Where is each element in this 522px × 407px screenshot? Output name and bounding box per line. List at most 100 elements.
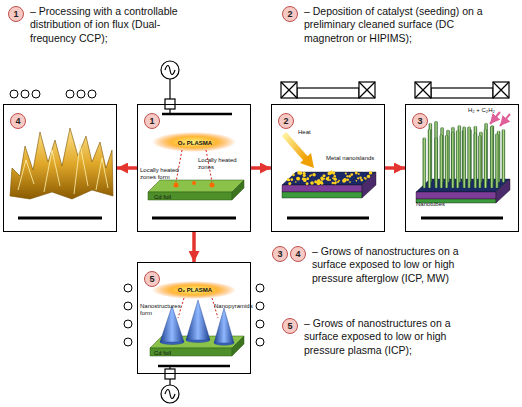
substrate-slab (416, 192, 496, 199)
substrate-slab (282, 172, 376, 198)
callout-number: 5 (144, 271, 160, 287)
illustration-label: Cd foil (154, 350, 194, 357)
chamber-box: 1O₂ PLASMALocally heated zonesLocally he… (137, 104, 251, 232)
metal-nanoisland (364, 177, 366, 179)
metal-nanoisland (343, 178, 347, 182)
nanotube (423, 121, 505, 188)
metal-nanoisland (334, 182, 337, 185)
metal-nanoisland (335, 181, 337, 183)
chamber-box: 4 (3, 104, 117, 232)
feed-wire (165, 369, 175, 379)
metal-nanoisland (320, 176, 323, 179)
substrate-slab (282, 185, 362, 192)
metal-nanoisland (334, 178, 337, 181)
metal-nanoisland (291, 178, 294, 181)
substrate-holder (421, 217, 503, 220)
metal-nanoisland (359, 176, 362, 179)
metal-nanoisland (287, 178, 290, 181)
gas-flow-arrow (490, 112, 510, 126)
coil-symbol (66, 90, 74, 98)
metal-nanoisland (337, 181, 339, 183)
feed-wire (169, 379, 170, 385)
gas-flow-arrow (490, 112, 500, 124)
magnetron-symbol (281, 82, 297, 98)
illustration-label: Nanotubes (416, 201, 466, 208)
metal-nanoisland (327, 179, 329, 181)
magnetron-symbol (281, 82, 297, 98)
cd-foil-slab (148, 180, 244, 192)
plasma-glow (152, 281, 236, 299)
metal-nanoisland (360, 179, 363, 182)
golden-nanostructure (18, 144, 108, 194)
coil-symbol (124, 320, 132, 328)
nanotube (435, 138, 438, 188)
heated-zone (174, 181, 215, 188)
metal-nanoisland (365, 178, 367, 180)
legend-text: – Grows of nanostructures on a surface e… (304, 317, 469, 357)
magnetron-symbol (415, 82, 431, 98)
nanotube (484, 129, 487, 188)
coil-symbol (77, 90, 85, 98)
illustration-label: Heat (298, 129, 328, 136)
heat-arrow (300, 153, 314, 168)
rf-source (161, 61, 179, 79)
golden-nanostructure (10, 128, 113, 199)
metal-nanoisland (334, 175, 336, 177)
chamber-box: 2HeatMetal nanoislands (271, 104, 385, 232)
substrate-holder (287, 217, 369, 220)
electrode (162, 113, 232, 116)
rf-source (161, 385, 179, 403)
coil-symbol (124, 302, 132, 310)
metal-nanoisland (289, 182, 291, 184)
metal-nanoisland (346, 175, 348, 177)
nanotube (445, 135, 448, 188)
callout-number: 1 (8, 6, 24, 22)
callout-number: 3 (412, 113, 428, 129)
feed-wire (165, 366, 175, 385)
metal-nanoisland (350, 173, 353, 176)
coil-symbol (256, 284, 264, 292)
coil-symbol (256, 338, 264, 346)
feed-wire (165, 79, 175, 114)
coil-symbol (124, 338, 132, 346)
rf-source (161, 385, 179, 403)
metal-nanoisland (345, 173, 347, 175)
substrate-holder (152, 217, 236, 220)
coil-symbol (88, 90, 96, 98)
magnetron-symbol (431, 88, 493, 98)
substrate-slab (282, 192, 362, 198)
magnetron-symbol (415, 82, 509, 98)
coil-symbol (256, 320, 264, 328)
magnetron-symbol (359, 82, 375, 98)
legend-text: – Processing with a controllable distrib… (30, 5, 205, 45)
legend-text: – Deposition of catalyst (seeding) on a … (304, 5, 489, 45)
ion-flux-line (178, 298, 184, 318)
nanotube (463, 127, 466, 188)
coil-symbol (21, 90, 29, 98)
callout-number: 3 (272, 246, 288, 262)
heated-zone (210, 183, 215, 188)
metal-nanoisland (355, 172, 358, 175)
plasma-glow (152, 132, 236, 152)
golden-nanostructure (10, 128, 113, 199)
heat-arrow (284, 134, 306, 159)
cd-foil-slab (232, 180, 244, 200)
metal-nanoisland (287, 171, 373, 186)
metal-nanoisland (303, 172, 306, 175)
nanotube (495, 134, 498, 188)
magnetron-symbol (359, 82, 375, 98)
magnetron-symbol (493, 82, 509, 98)
feed-wire (169, 79, 170, 99)
metal-nanoisland (296, 177, 300, 181)
illustration-label: Cd foil (154, 194, 194, 201)
illustration-label: O₂ PLASMA (155, 287, 235, 294)
magnetron-symbol (281, 82, 375, 98)
nanotube (478, 136, 481, 189)
nanotube (468, 127, 471, 188)
substrate-slab (362, 172, 376, 198)
illustration-label: Locally heated zones (198, 157, 242, 171)
cd-foil-slab (148, 192, 232, 200)
metal-nanoisland (303, 179, 306, 182)
